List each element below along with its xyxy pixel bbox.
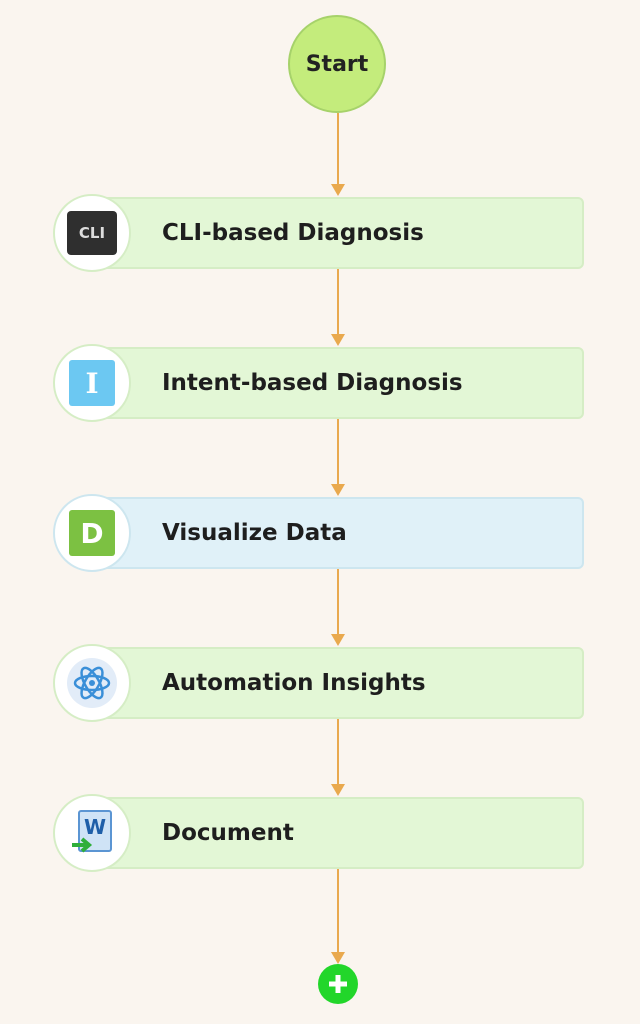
node-visualize-data[interactable]: Visualize Data: [92, 497, 584, 569]
arrow-down-icon: [331, 484, 345, 496]
node-label: Automation Insights: [162, 670, 426, 696]
node-document[interactable]: Document: [92, 797, 584, 869]
data-icon: D: [53, 494, 131, 572]
start-node[interactable]: Start: [288, 15, 386, 113]
plus-icon: [329, 975, 347, 993]
node-cli-based-diagnosis[interactable]: CLI-based Diagnosis: [92, 197, 584, 269]
node-label: Intent-based Diagnosis: [162, 370, 463, 396]
connector: [337, 719, 339, 785]
cli-icon-text: CLI: [67, 211, 117, 255]
node-label: Visualize Data: [162, 520, 347, 546]
word-document-icon: W: [53, 794, 131, 872]
arrow-down-icon: [331, 634, 345, 646]
connector: [337, 419, 339, 485]
intent-icon-text: I: [69, 360, 115, 406]
connector: [337, 869, 339, 953]
add-step-button[interactable]: [318, 964, 358, 1004]
connector: [337, 269, 339, 335]
data-icon-text: D: [69, 510, 115, 556]
cli-icon: CLI: [53, 194, 131, 272]
atom-icon: [53, 644, 131, 722]
node-intent-based-diagnosis[interactable]: Intent-based Diagnosis: [92, 347, 584, 419]
node-label: Document: [162, 820, 294, 846]
start-label: Start: [305, 51, 369, 77]
node-label: CLI-based Diagnosis: [162, 220, 424, 246]
arrow-down-icon: [331, 184, 345, 196]
arrow-down-icon: [331, 334, 345, 346]
intent-icon: I: [53, 344, 131, 422]
arrow-down-icon: [331, 952, 345, 964]
connector: [337, 569, 339, 635]
node-automation-insights[interactable]: Automation Insights: [92, 647, 584, 719]
connector: [337, 113, 339, 185]
arrow-down-icon: [331, 784, 345, 796]
